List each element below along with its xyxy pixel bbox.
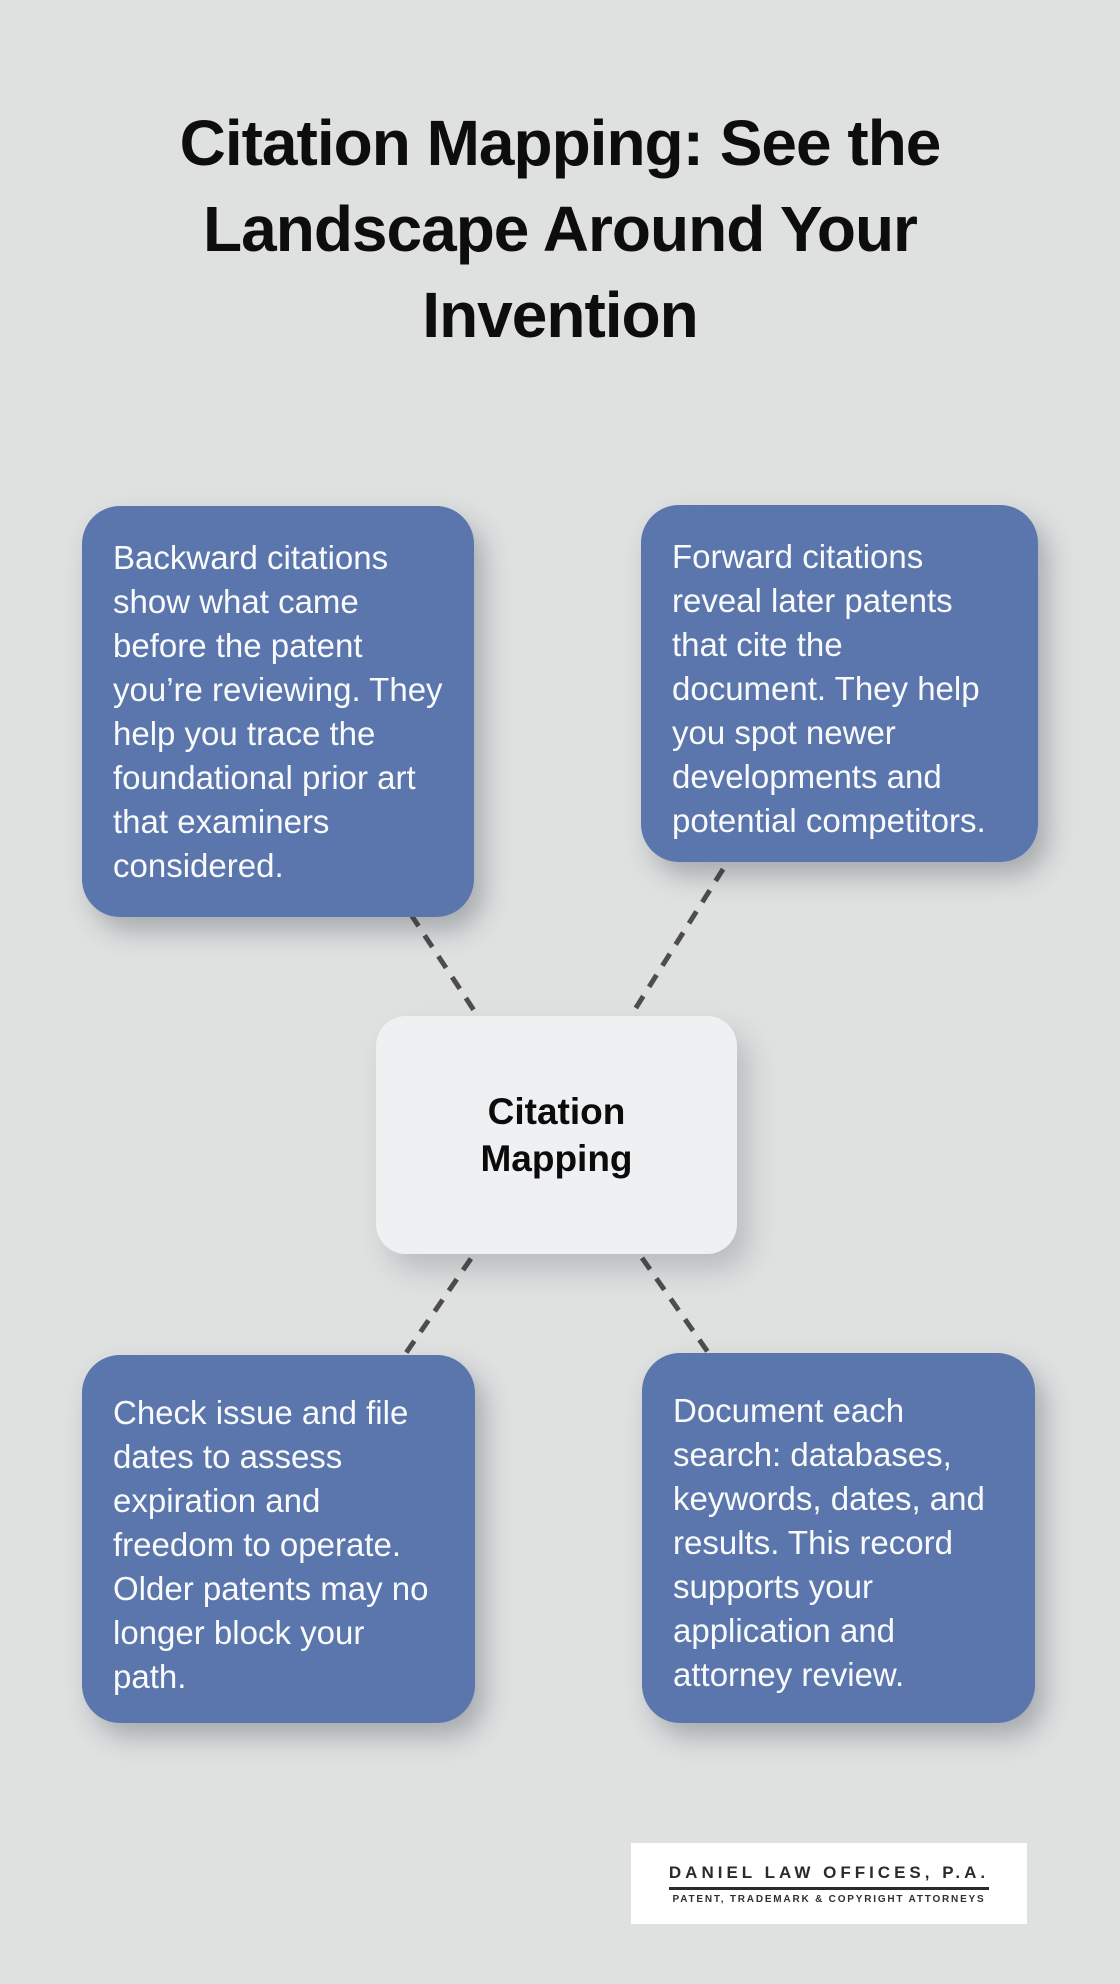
logo-name: DANIEL LAW OFFICES, P.A. <box>668 1863 990 1890</box>
node-forward-citations: Forward citations reveal later patents t… <box>641 505 1038 862</box>
node-issue-file-dates: Check issue and file dates to assess exp… <box>82 1355 475 1723</box>
center-node: Citation Mapping <box>376 1016 737 1254</box>
node-backward-citations: Backward citations show what came before… <box>82 506 474 917</box>
footer-logo: DANIEL LAW OFFICES, P.A. PATENT, TRADEMA… <box>631 1843 1027 1924</box>
node-document-searches: Document each search: databases, keyword… <box>642 1353 1035 1723</box>
logo-tagline: PATENT, TRADEMARK & COPYRIGHT ATTORNEYS <box>672 1893 986 1905</box>
page-title: Citation Mapping: See the Landscape Arou… <box>179 107 942 351</box>
